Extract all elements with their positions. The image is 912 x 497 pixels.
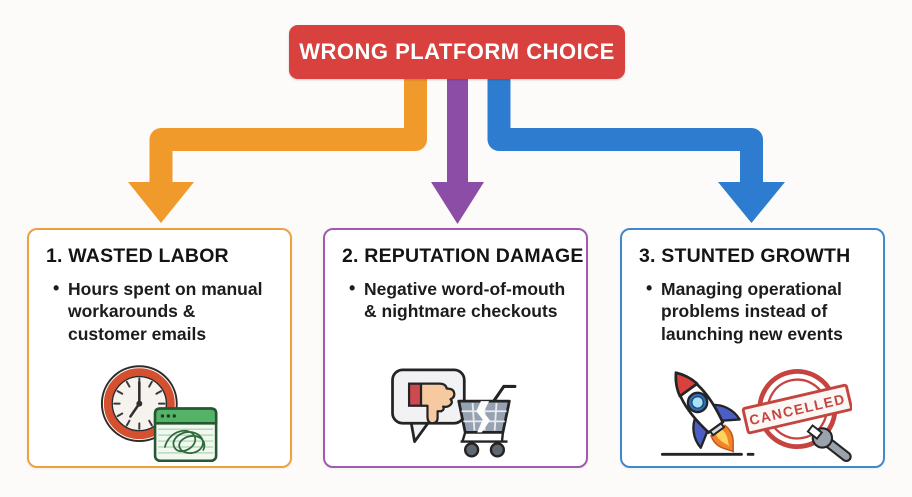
box-heading: 2. REPUTATION DAMAGE — [342, 245, 584, 267]
box-bullet: Managing operational problems instead of… — [646, 277, 871, 345]
box-heading: 1. WASTED LABOR — [46, 245, 229, 267]
box-bullet-list: Hours spent on manual workarounds & cust… — [44, 277, 278, 345]
box-bullet-list: Managing operational problems instead of… — [637, 277, 871, 345]
clock-and-scribbled-calendar-icon — [96, 361, 224, 464]
consequence-box-wasted-labor: 1. WASTED LABOR Hours spent on manual wo… — [27, 228, 292, 468]
title-banner-label: WRONG PLATFORM CHOICE — [299, 39, 615, 64]
consequence-box-stunted-growth: 3. STUNTED GROWTH Managing operational p… — [620, 228, 885, 468]
rocket — [674, 371, 741, 453]
box-bullet: Hours spent on manual workarounds & cust… — [53, 277, 278, 345]
arrow-to-stunted-growth — [487, 70, 785, 223]
cancelled-rocket-launch-and-wrench-icon: CANCELLED — [654, 357, 853, 463]
title-banner: WRONG PLATFORM CHOICE — [289, 25, 625, 79]
box-bullet: Negative word-of-mouth & nightmare check… — [349, 277, 574, 323]
consequence-box-reputation-damage: 2. REPUTATION DAMAGE Negative word-of-mo… — [323, 228, 588, 468]
arrow-to-reputation-damage — [431, 70, 484, 224]
wrench — [806, 424, 852, 463]
arrow-to-wasted-labor — [128, 70, 427, 223]
thumbs-down-bubble-and-broken-cart-icon — [387, 364, 525, 464]
box-bullet-list: Negative word-of-mouth & nightmare check… — [340, 277, 574, 323]
box-heading: 3. STUNTED GROWTH — [639, 245, 851, 267]
cancelled-stamp: CANCELLED — [741, 369, 853, 450]
